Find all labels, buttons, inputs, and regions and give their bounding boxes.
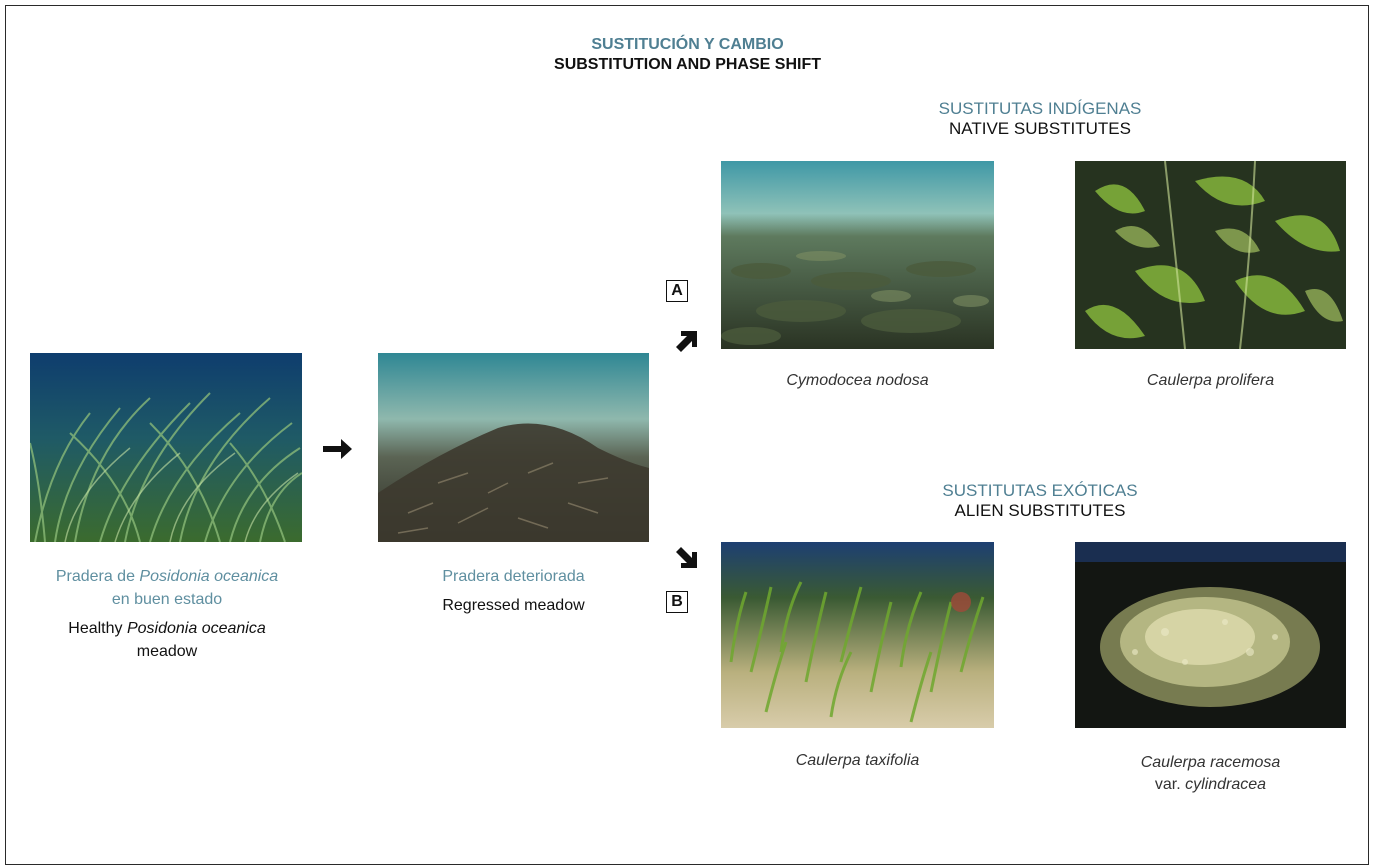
healthy-caption-english-2: meadow xyxy=(136,643,198,660)
regressed-caption-english: Regressed meadow xyxy=(442,597,585,614)
healthy-caption-spanish-2: en buen estado xyxy=(111,591,223,608)
caulerpa-prolifera-photo xyxy=(1075,161,1346,349)
healthy-meadow-photo xyxy=(30,353,302,542)
racemosa-caption-line2: var. cylindracea xyxy=(1154,776,1267,793)
alien-heading-spanish: SUSTITUTAS EXÓTICAS xyxy=(942,481,1138,500)
healthy-caption-spanish: Pradera de Posidonia oceanica xyxy=(55,568,279,585)
caulerpa-taxifolia-caption: Caulerpa taxifolia xyxy=(795,752,920,769)
arrow-right-icon xyxy=(323,437,353,461)
title-english: SUBSTITUTION AND PHASE SHIFT xyxy=(554,56,821,73)
cymodocea-caption: Cymodocea nodosa xyxy=(786,372,929,389)
caulerpa-racemosa-caption: Caulerpa racemosa var. cylindracea xyxy=(1075,752,1346,796)
healthy-caption-english: Healthy Posidonia oceanica xyxy=(68,620,266,637)
label-a: A xyxy=(666,280,688,302)
caulerpa-taxifolia-photo xyxy=(721,542,994,728)
cymodocea-photo xyxy=(721,161,994,349)
caulerpa-racemosa-photo xyxy=(1075,542,1346,728)
native-heading-spanish: SUSTITUTAS INDÍGENAS xyxy=(938,99,1142,118)
arrow-down-right-icon xyxy=(674,545,698,569)
label-b: B xyxy=(666,591,688,613)
alien-heading-english: ALIEN SUBSTITUTES xyxy=(954,501,1126,520)
caulerpa-prolifera-caption: Caulerpa prolifera xyxy=(1146,372,1275,389)
regressed-meadow-photo xyxy=(378,353,649,542)
regressed-caption: Pradera deteriorada Regressed meadow xyxy=(378,565,649,617)
regressed-caption-spanish: Pradera deteriorada xyxy=(442,568,585,585)
arrow-up-right-icon xyxy=(674,330,698,354)
native-section-heading: SUSTITUTAS INDÍGENAS NATIVE SUBSTITUTES xyxy=(900,99,1180,139)
alien-section-heading: SUSTITUTAS EXÓTICAS ALIEN SUBSTITUTES xyxy=(900,481,1180,521)
title-spanish: SUSTITUCIÓN Y CAMBIO xyxy=(591,36,784,53)
healthy-caption: Pradera de Posidonia oceanica en buen es… xyxy=(20,565,314,663)
racemosa-caption-line1: Caulerpa racemosa xyxy=(1140,754,1281,771)
native-heading-english: NATIVE SUBSTITUTES xyxy=(949,119,1131,138)
